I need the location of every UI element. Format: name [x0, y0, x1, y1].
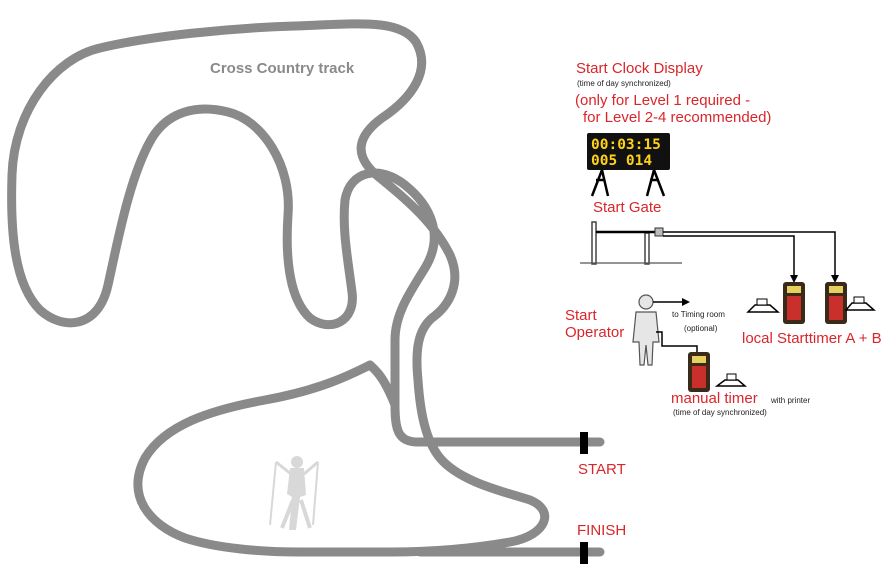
- clock-subtitle: (time of day synchronized): [577, 79, 671, 88]
- printer-a-icon: [746, 298, 780, 313]
- track-title: Cross Country track: [210, 60, 355, 77]
- wire-arrow-b: [831, 275, 839, 283]
- starttimer-a-device: [783, 282, 805, 324]
- clock-note-line1: (only for Level 1 required -: [575, 92, 751, 109]
- operator-label-line1: Start: [565, 307, 597, 324]
- wire-arrow-a: [790, 275, 798, 283]
- track-loop: [7, 19, 605, 557]
- gate-wires: [663, 231, 836, 275]
- manual-printer-icon: [714, 373, 748, 387]
- cross-country-track: [7, 19, 605, 557]
- timing-room-arrow: [682, 298, 690, 306]
- manual-timer-subtitle: (time of day synchronized): [673, 408, 767, 417]
- start-operator-figure: [632, 294, 660, 366]
- skier-figure: [269, 456, 319, 530]
- manual-timer-label: manual timer: [671, 390, 758, 407]
- clock-stand: [590, 169, 666, 197]
- track-link: [365, 360, 400, 410]
- clock-title: Start Clock Display: [576, 60, 703, 77]
- start-post: [580, 432, 588, 454]
- starttimer-label: local Starttimer A + B: [742, 330, 882, 347]
- finish-marker-label: FINISH: [577, 522, 627, 539]
- clock-display-line2: 005 014: [591, 153, 652, 169]
- finish-post: [580, 542, 588, 564]
- start-gate-label: Start Gate: [593, 199, 662, 216]
- clock-note-line2: for Level 2-4 recommended): [583, 109, 772, 126]
- timing-room-label: to Timing room: [672, 310, 725, 319]
- printer-label: with printer: [771, 396, 811, 405]
- timing-room-optional: (optional): [684, 324, 718, 333]
- operator-wires: [653, 301, 698, 352]
- start-clock-display: 00:03:15 005 014: [587, 133, 670, 197]
- printer-b-icon: [844, 296, 876, 311]
- start-marker-label: START: [578, 461, 626, 478]
- start-gate: [580, 221, 682, 265]
- operator-label-line2: Operator: [565, 324, 625, 341]
- manual-timer-device: [688, 352, 710, 392]
- starttimer-b-device: [825, 282, 847, 324]
- clock-display-line1: 00:03:15: [591, 137, 661, 153]
